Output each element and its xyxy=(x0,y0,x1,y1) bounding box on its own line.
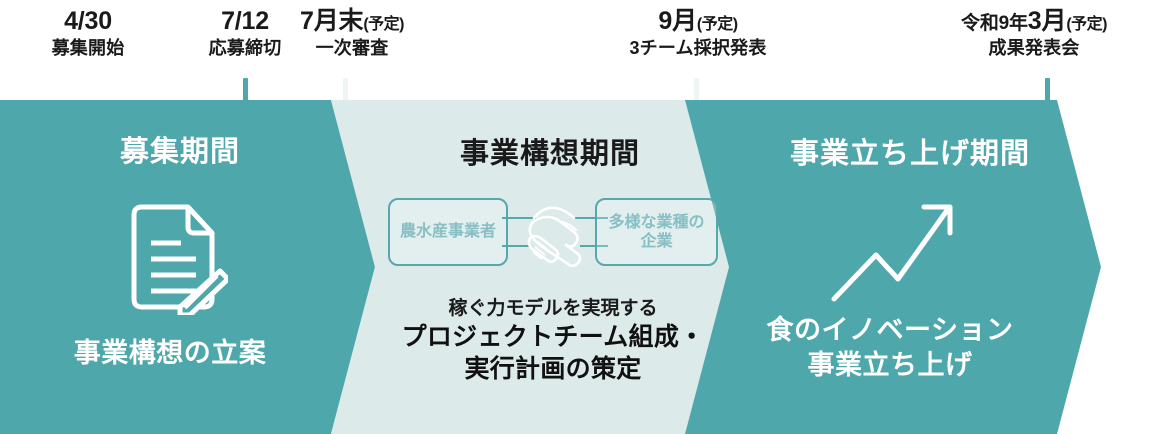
phase-footer-business-launch: 食のイノベーション 事業立ち上げ xyxy=(720,313,1060,382)
timeline-tick-three-team-announcement xyxy=(694,78,699,102)
milestone-label: 一次審査 xyxy=(315,38,389,59)
milestone-label: 募集開始 xyxy=(51,38,125,59)
phase-band xyxy=(0,100,1172,434)
milestone-date: 4/30 xyxy=(64,7,112,35)
partner-box-label-line2: 企業 xyxy=(640,233,673,250)
phase-recruitment-period xyxy=(0,100,375,434)
milestone-label: 成果発表会 xyxy=(988,38,1080,59)
phase-footer-line1: 食のイノベーション xyxy=(766,315,1014,345)
milestone-date-text: 3月 xyxy=(1027,7,1067,35)
partner-box-primary-industry: 農水産事業者 xyxy=(388,198,508,266)
milestone-application-deadline: 7/12 応募締切 xyxy=(160,8,330,58)
timeline-tick-application-deadline xyxy=(243,78,248,102)
partner-box-label: 多様な業種の 企業 xyxy=(608,213,704,251)
phase-footer-lead: 稼ぐ力モデルを実現する xyxy=(448,298,658,319)
handshake-icon xyxy=(502,206,608,268)
timeline-tick-results-presentation xyxy=(1045,78,1050,102)
phase-footer-line1: プロジェクトチーム組成・ xyxy=(401,323,705,352)
milestone-results-presentation: 令和9年3月(予定) 成果発表会 xyxy=(896,8,1172,58)
milestone-date-note: (予定) xyxy=(696,16,738,33)
milestone-three-team-announcement: 9月(予定) 3チーム採択発表 xyxy=(578,8,818,58)
milestone-label: 3チーム採択発表 xyxy=(629,38,767,59)
milestone-date-text: 7月末 xyxy=(300,7,364,35)
phase-title-business-launch: 事業立ち上げ期間 xyxy=(789,138,1030,170)
milestone-date-note: (予定) xyxy=(1066,16,1107,33)
partner-pair: 農水産事業者 多様な業種の 企業 xyxy=(388,198,718,268)
milestone-date: 7/12 xyxy=(221,7,269,35)
milestone-recruit-start: 4/30 募集開始 xyxy=(0,8,176,58)
timeline-tick-first-screening xyxy=(343,78,348,102)
milestone-date: 令和9年3月(予定) xyxy=(896,8,1172,34)
phase-business-planning-period xyxy=(331,100,729,434)
phase-title-recruitment: 募集期間 xyxy=(119,136,240,168)
milestone-date-era: 令和9年 xyxy=(961,13,1028,34)
phase-footer-business-planning: 稼ぐ力モデルを実現する プロジェクトチーム組成・ 実行計画の策定 xyxy=(363,297,743,385)
phase-footer-line2: 事業立ち上げ xyxy=(807,349,973,380)
milestone-date: 7月末(予定) xyxy=(272,8,432,34)
partner-box-diverse-companies: 多様な業種の 企業 xyxy=(595,198,718,266)
milestone-date: 9月(予定) xyxy=(578,8,818,34)
phase-title-business-planning: 事業構想期間 xyxy=(459,138,640,170)
phase-footer-line1: 事業構想の立案 xyxy=(73,338,267,368)
milestone-date-text: 9月 xyxy=(658,7,697,35)
phase-footer-line2: 実行計画の策定 xyxy=(464,355,642,384)
partner-box-label: 農水産事業者 xyxy=(399,223,496,241)
partner-box-label-line1: 多様な業種の xyxy=(608,213,705,231)
milestone-date-note: (予定) xyxy=(363,16,404,33)
phase-business-launch-period xyxy=(685,100,1101,434)
document-pen-icon xyxy=(131,204,228,315)
phase-footer-recruitment: 事業構想の立案 xyxy=(10,336,330,371)
milestone-label: 応募締切 xyxy=(208,38,282,59)
growth-arrow-icon xyxy=(831,204,953,302)
milestone-first-screening: 7月末(予定) 一次審査 xyxy=(272,8,432,58)
